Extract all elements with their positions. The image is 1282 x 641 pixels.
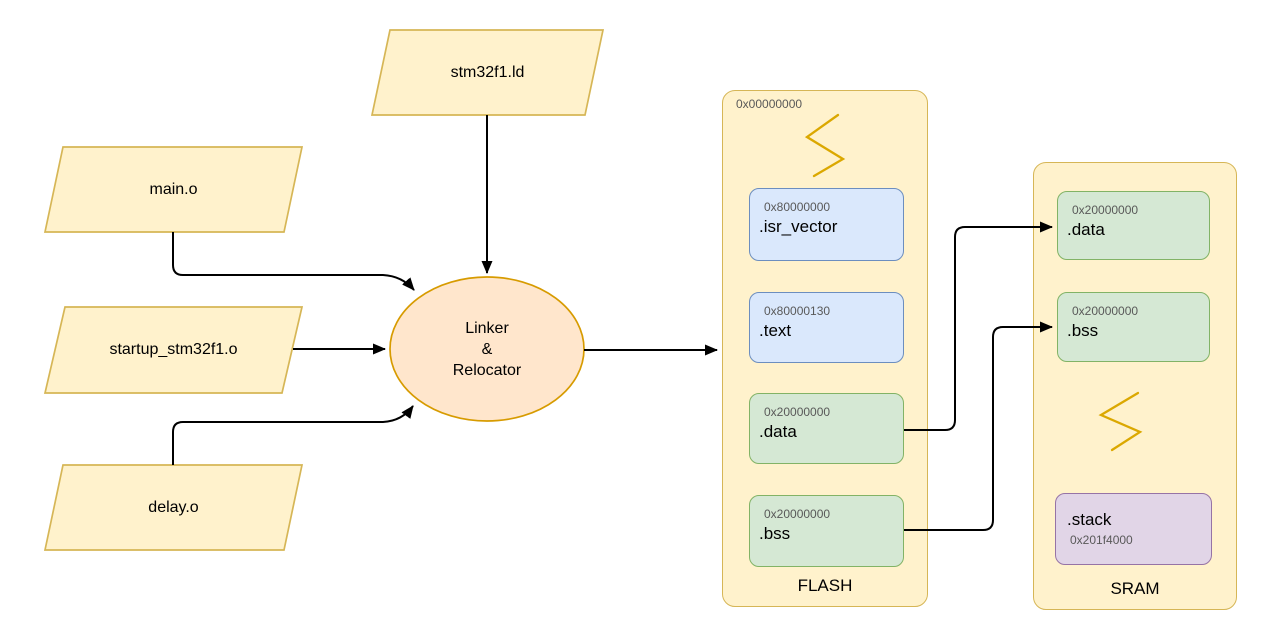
section-address: 0x201f4000 bbox=[1070, 533, 1133, 547]
linker-label-line3: Relocator bbox=[452, 362, 522, 379]
section-name: .bss bbox=[1067, 321, 1099, 340]
sram-section-stack: .stack 0x201f4000 bbox=[1055, 493, 1212, 565]
section-name: .bss bbox=[759, 524, 791, 543]
sram-caption: SRAM bbox=[1110, 579, 1160, 598]
linker-label-line2: & bbox=[481, 341, 493, 358]
section-name: .isr_vector bbox=[759, 217, 838, 236]
section-address: 0x20000000 bbox=[764, 507, 831, 521]
flash-section-text: 0x80000130 .text bbox=[749, 292, 904, 363]
flash-section-isr-vector: 0x80000000 .isr_vector bbox=[749, 188, 904, 261]
section-address: 0x80000130 bbox=[764, 304, 831, 318]
flash-section-data: 0x20000000 .data bbox=[749, 393, 904, 464]
section-name: .data bbox=[1067, 220, 1105, 239]
section-address: 0x20000000 bbox=[764, 405, 831, 419]
section-address: 0x80000000 bbox=[764, 200, 831, 214]
flash-base-address: 0x00000000 bbox=[736, 97, 803, 111]
section-address: 0x20000000 bbox=[1072, 304, 1139, 318]
main-o-label: main.o bbox=[149, 180, 198, 198]
connector-main-to-linker bbox=[172, 232, 415, 291]
section-name: .stack bbox=[1067, 510, 1112, 529]
startup-o-label: startup_stm32f1.o bbox=[109, 341, 238, 358]
section-name: .text bbox=[759, 321, 792, 340]
flash-caption: FLASH bbox=[797, 576, 853, 595]
section-address: 0x20000000 bbox=[1072, 203, 1139, 217]
section-name: .data bbox=[759, 422, 797, 441]
linker-label-line1: Linker bbox=[465, 320, 509, 337]
sram-section-data: 0x20000000 .data bbox=[1057, 191, 1210, 260]
linker-ellipse-label: Linker & Relocator bbox=[392, 279, 582, 420]
flash-section-bss: 0x20000000 .bss bbox=[749, 495, 904, 567]
delay-o-label: delay.o bbox=[148, 498, 199, 516]
connector-delay-to-linker bbox=[172, 405, 414, 465]
linker-script-label: stm32f1.ld bbox=[450, 63, 525, 81]
sram-section-bss: 0x20000000 .bss bbox=[1057, 292, 1210, 362]
